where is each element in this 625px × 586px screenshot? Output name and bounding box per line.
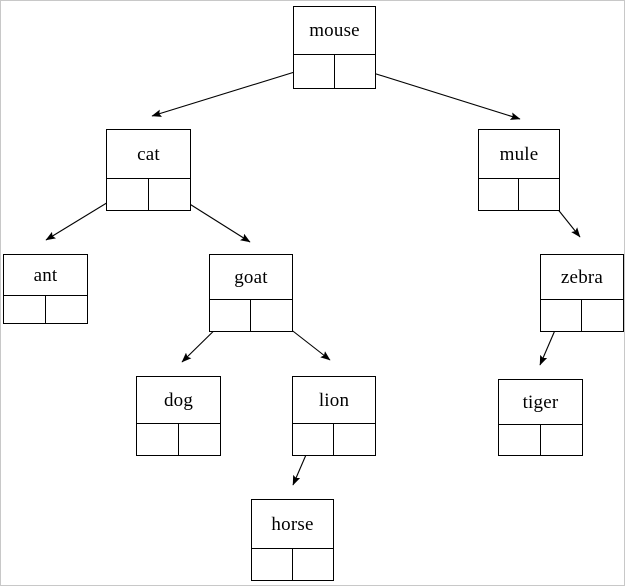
tree-edge-mouse-to-mule (353, 66, 521, 120)
tree-node-pointers (4, 295, 87, 323)
tree-node-label: lion (318, 389, 350, 411)
tree-node-cat[interactable]: cat (106, 129, 191, 211)
left-pointer-cell[interactable] (4, 296, 46, 323)
tree-node-dog[interactable]: dog (136, 376, 221, 456)
left-pointer-cell[interactable] (499, 425, 541, 455)
left-pointer-cell[interactable] (293, 424, 334, 455)
left-pointer-cell[interactable] (107, 179, 149, 210)
right-pointer-cell[interactable] (335, 55, 376, 88)
tree-node-label: dog (163, 389, 194, 411)
tree-node-goat[interactable]: goat (209, 254, 293, 332)
right-pointer-cell[interactable] (582, 300, 623, 331)
tree-node-horse[interactable]: horse (251, 499, 334, 581)
tree-node-pointers (479, 178, 559, 210)
tree-node-pointers (294, 54, 375, 88)
left-pointer-cell[interactable] (479, 179, 519, 210)
tree-node-pointers (137, 423, 220, 455)
tree-node-label: mule (499, 143, 539, 165)
tree-node-mule[interactable]: mule (478, 129, 560, 211)
tree-node-tiger[interactable]: tiger (498, 379, 583, 456)
tree-node-label: tiger (522, 391, 559, 413)
tree-node-label: ant (33, 264, 58, 286)
right-pointer-cell[interactable] (541, 425, 583, 455)
left-pointer-cell[interactable] (252, 549, 293, 580)
right-pointer-cell[interactable] (293, 549, 334, 580)
left-pointer-cell[interactable] (541, 300, 582, 331)
left-pointer-cell[interactable] (137, 424, 179, 455)
tree-node-ant[interactable]: ant (3, 254, 88, 324)
tree-node-pointers (107, 178, 190, 210)
tree-node-label: horse (271, 513, 314, 535)
right-pointer-cell[interactable] (519, 179, 559, 210)
tree-node-pointers (210, 299, 292, 331)
tree-node-pointers (293, 423, 375, 455)
left-pointer-cell[interactable] (294, 55, 335, 88)
right-pointer-cell[interactable] (179, 424, 221, 455)
right-pointer-cell[interactable] (46, 296, 88, 323)
tree-node-label: cat (137, 143, 160, 165)
tree-node-label: zebra (560, 266, 604, 288)
right-pointer-cell[interactable] (334, 424, 375, 455)
left-pointer-cell[interactable] (210, 300, 251, 331)
right-pointer-cell[interactable] (149, 179, 191, 210)
tree-node-label: mouse (309, 20, 360, 41)
tree-node-lion[interactable]: lion (292, 376, 376, 456)
tree-node-pointers (541, 299, 623, 331)
tree-node-mouse[interactable]: mouse (293, 6, 376, 89)
tree-node-label: goat (234, 266, 268, 288)
tree-node-pointers (499, 424, 582, 455)
right-pointer-cell[interactable] (251, 300, 292, 331)
tree-edge-mouse-to-cat (151, 65, 315, 117)
tree-node-pointers (252, 548, 333, 580)
tree-node-zebra[interactable]: zebra (540, 254, 624, 332)
